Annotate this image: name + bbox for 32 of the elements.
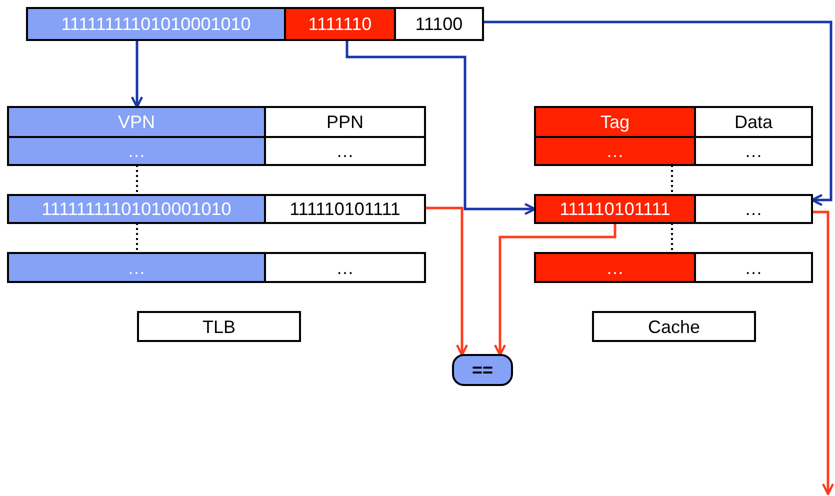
dotted-line	[136, 165, 138, 195]
arrow	[483, 20, 832, 206]
dotted-line	[671, 165, 673, 195]
table-cell: …	[534, 136, 696, 166]
table-cell: 11111111101010001010	[7, 194, 266, 224]
table-cell: …	[264, 252, 426, 283]
table-cell: Data	[694, 106, 813, 138]
address-field: 11100	[394, 7, 484, 41]
table-cell: …	[7, 136, 266, 166]
table-cell: …	[264, 136, 426, 166]
dotted-line	[136, 223, 138, 253]
arrow	[812, 210, 834, 496]
table-cell: …	[694, 252, 813, 283]
dotted-line	[671, 223, 673, 253]
arrow	[425, 206, 468, 356]
table-cell: PPN	[264, 106, 426, 138]
table-cell: 111110101111	[534, 194, 696, 224]
table-cell: VPN	[7, 106, 266, 138]
table-label: TLB	[137, 311, 301, 342]
address-field: 11111111101010001010	[26, 7, 286, 41]
table-cell: …	[694, 194, 813, 224]
table-cell: 111110101111	[264, 194, 426, 224]
comparator: ==	[452, 354, 513, 386]
arrow	[346, 40, 536, 216]
table-cell: …	[534, 252, 696, 283]
table-cell: Tag	[534, 106, 696, 138]
address-field: 1111110	[284, 7, 396, 41]
table-cell: …	[694, 136, 813, 166]
arrow	[494, 223, 616, 356]
table-cell: …	[7, 252, 266, 283]
arrow	[130, 40, 144, 108]
table-label: Cache	[592, 311, 756, 342]
